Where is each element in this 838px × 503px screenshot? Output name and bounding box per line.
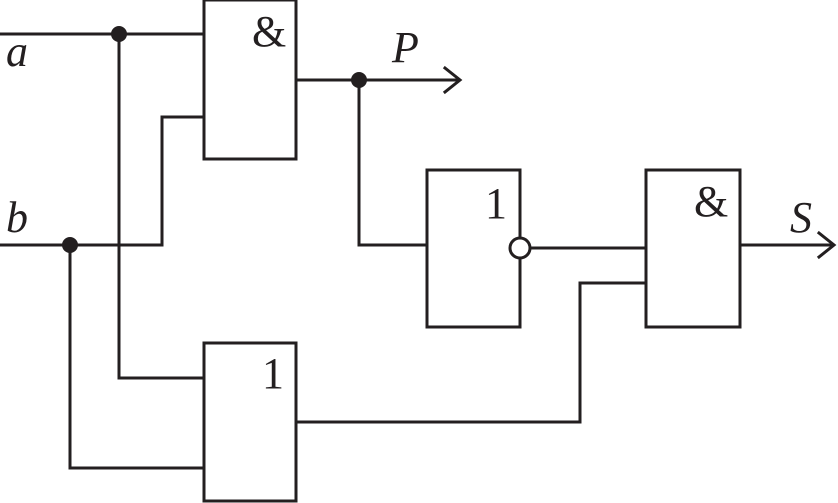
inversion-bubble	[508, 236, 532, 260]
wire-b-to-and	[160, 115, 206, 247]
or-gate-bottom: 1	[202, 341, 298, 503]
input-label-a: a	[6, 27, 28, 76]
not-gate: 1	[425, 168, 532, 329]
wire-p-to-not	[357, 78, 429, 247]
output-wire-s	[738, 230, 837, 260]
wire-b-to-or	[68, 243, 206, 470]
not-gate-symbol: 1	[485, 179, 507, 228]
junction-dot-a	[111, 26, 127, 42]
input-label-b: b	[6, 193, 28, 242]
output-label-p: P	[391, 23, 419, 72]
wire-or-to-and	[294, 281, 648, 424]
and-gate-top: &	[202, 0, 298, 161]
output-wire-p	[294, 65, 463, 95]
or-gate-bottom-symbol: 1	[262, 349, 284, 398]
wire-a-to-or	[117, 32, 206, 380]
junction-dot-p	[351, 72, 367, 88]
junction-dot-b	[62, 237, 78, 253]
and-gate-right-symbol: &	[694, 177, 728, 226]
output-label-s: S	[790, 193, 812, 242]
and-gate-right: &	[644, 168, 742, 329]
and-gate-top-symbol: &	[252, 7, 286, 56]
